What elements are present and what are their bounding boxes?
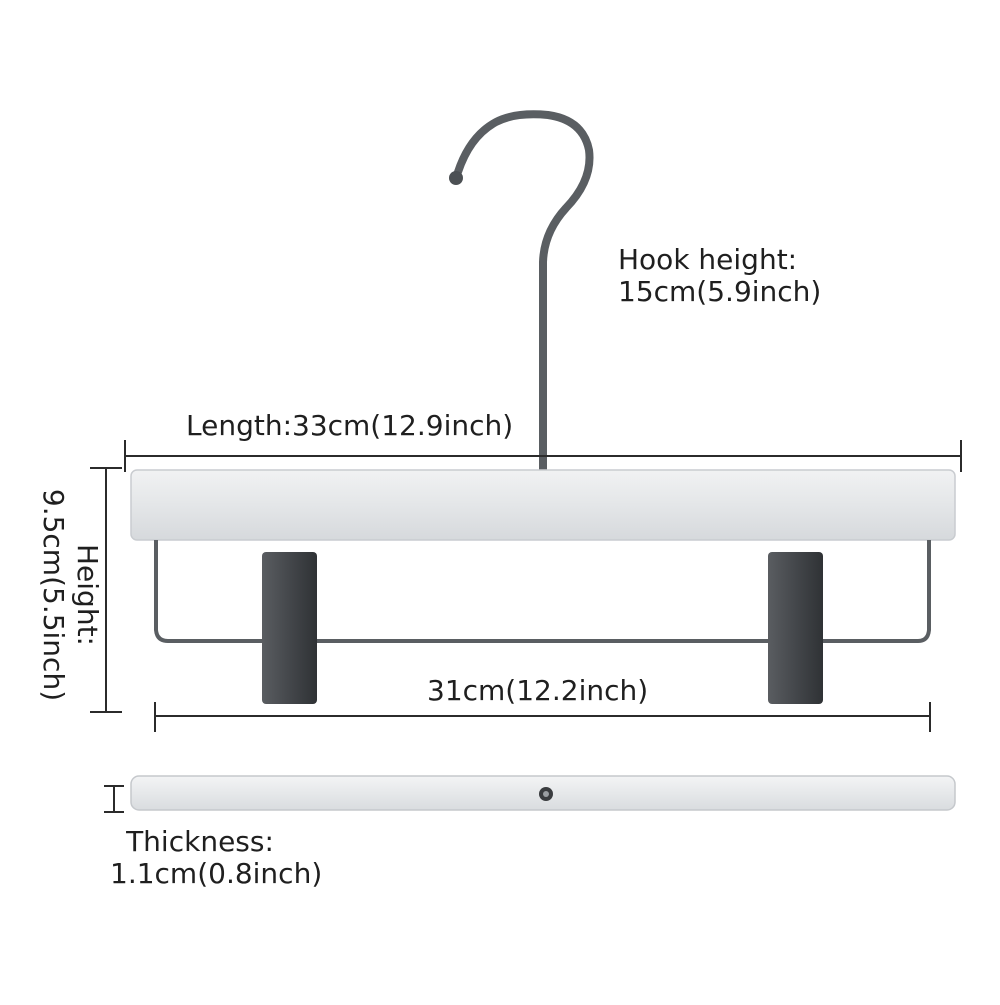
hanger-bar [130,469,956,541]
hook-tip [449,171,463,185]
left-clip [262,552,317,704]
dimension-lines [90,440,962,813]
clip-wire [154,540,931,643]
clip-width-label: 31cm(12.2inch) [427,674,649,707]
hook-height-value: 15cm(5.9inch) [618,275,822,308]
thickness-label: Thickness: 1.1cm(0.8inch) [110,825,323,890]
hook-height-title: Hook height: [618,243,798,276]
thickness-title: Thickness: [126,825,274,858]
hook-height-label: Hook height: 15cm(5.9inch) [618,244,821,308]
height-label: Height: 9.5cm(5.5inch) [28,480,104,710]
hook-hole-inner [543,791,549,797]
right-clip [768,552,823,704]
height-value: 9.5cm(5.5inch) [37,488,70,702]
height-title: Height: [71,544,104,646]
hook [454,110,594,474]
length-label: Length:33cm(12.9inch) [186,409,514,442]
thickness-value: 1.1cm(0.8inch) [110,857,323,890]
